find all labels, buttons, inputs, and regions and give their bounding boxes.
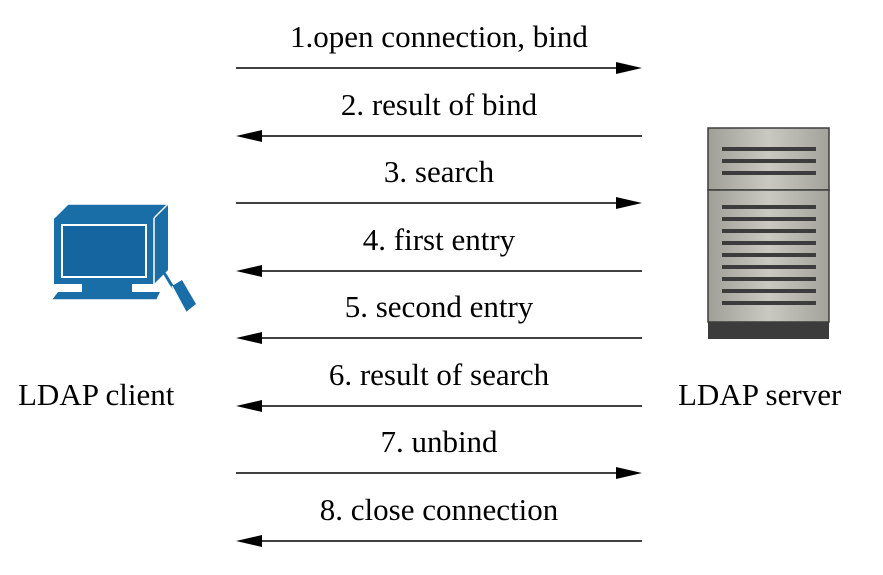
message-3: 3. search	[236, 155, 642, 215]
arrow-right-icon	[236, 62, 642, 74]
message-label: 2. result of bind	[340, 86, 538, 122]
arrow-left-icon	[236, 534, 642, 547]
message-1: 1.open connection, bind	[236, 20, 642, 80]
message-2: 2. result of bind	[236, 86, 642, 148]
arrow-right-icon	[236, 197, 642, 209]
message-6: 6. result of search	[236, 356, 642, 418]
message-label: 4. first entry	[362, 221, 516, 257]
message-label: 8. close connection	[319, 491, 559, 527]
message-label: 1.open connection, bind	[290, 19, 588, 54]
arrow-left-icon	[236, 264, 642, 277]
message-label: 6. result of search	[328, 356, 550, 392]
computer-icon	[52, 203, 196, 313]
arrow-right-icon	[236, 467, 642, 479]
message-4: 4. first entry	[236, 221, 642, 283]
server-icon	[707, 127, 830, 339]
arrow-left-icon	[236, 129, 642, 142]
message-label: 7. unbind	[380, 424, 498, 459]
message-7: 7. unbind	[236, 425, 642, 485]
arrow-left-icon	[236, 332, 642, 344]
arrow-left-icon	[236, 399, 642, 412]
message-5: 5. second entry	[236, 290, 642, 350]
client-label: LDAP client	[18, 377, 175, 412]
message-label: 3. search	[383, 154, 495, 189]
server-label: LDAP server	[678, 377, 842, 412]
message-label: 5. second entry	[344, 289, 534, 324]
message-8: 8. close connection	[236, 491, 642, 553]
